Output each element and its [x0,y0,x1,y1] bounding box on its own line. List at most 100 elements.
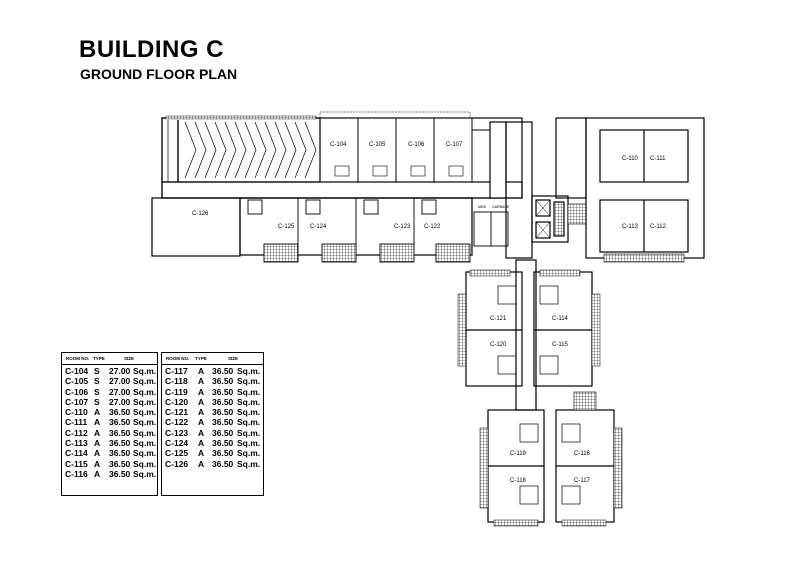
room-size-cell: 27.00 [109,366,131,376]
page-title: BUILDING C [79,36,224,63]
room-number-cell: C-115 [65,458,88,469]
room-label: C-107 [446,142,463,148]
room-label: C-118 [510,478,527,484]
room-number-cell: C-117 [165,366,188,376]
room-type-cell: A [198,458,205,469]
room-number-cell: C-105 [65,376,89,387]
room-type-cell: A [94,417,101,428]
room-size-cell: 36.50 [212,438,234,449]
room-unit-cell: Sq.m. [237,407,261,418]
room-label: C-121 [490,316,507,322]
room-unit-cell: Sq.m. [237,366,261,376]
room-unit-cell: Sq.m. [237,448,261,459]
room-size-cell: 36.50 [212,448,234,459]
room-unit-cell: Sq.m. [133,407,157,418]
room-unit-cell: Sq.m. [237,438,261,449]
room-size-cell: 36.50 [109,448,131,459]
room-type-cell: A [198,396,205,407]
connector [505,121,537,411]
room-label: C-114 [552,316,569,322]
room-size-cell: 27.00 [109,396,131,407]
room-label: C-117 [574,478,591,484]
room-unit-cell: Sq.m. [133,427,157,438]
lift-core [531,195,569,243]
room-number-cell: C-123 [165,427,189,438]
room-type-cell: A [198,417,205,428]
room-type-cell: S [94,366,100,376]
room-size-cell: 36.50 [109,427,131,438]
room-number-cell: C-106 [65,386,89,397]
room-type-cell: A [198,448,205,459]
column-header-room: ROOM NO. [66,356,90,361]
room-number-cell: C-126 [165,458,189,469]
room-label: C-122 [424,224,441,230]
room-type-cell: A [94,458,101,469]
room-unit-cell: Sq.m. [237,376,261,387]
middle-cluster [457,269,601,387]
room-label: C-116 [574,451,591,457]
room-type-cell: A [94,448,101,459]
room-unit-cell: Sq.m. [133,417,157,428]
room-type-cell: S [94,396,100,407]
service-label: GARBAGE [492,205,510,209]
room-unit-cell: Sq.m. [133,386,157,397]
room-label: C-111 [650,156,666,162]
room-unit-cell: Sq.m. [133,396,157,407]
room-size-cell: 36.50 [212,407,234,418]
room-label: C-125 [278,224,295,230]
room-type-cell: A [198,438,205,449]
room-type-cell: A [94,407,101,418]
bottom-cluster [479,391,623,527]
room-number-cell: C-112 [65,427,88,438]
room-size-cell: 36.50 [212,417,234,428]
room-number-cell: C-111 [65,417,88,428]
room-type-cell: A [94,438,101,449]
column-header-size: SIZE [228,356,239,361]
room-label: C-104 [330,142,347,148]
room-size-cell: 36.50 [212,376,234,387]
room-label: C-115 [552,342,569,348]
page-subtitle: GROUND FLOOR PLAN [80,66,238,82]
room-labels: C-104 C-105 C-106 C-107 C-110 C-111 C-12… [192,142,667,484]
parking-area [167,120,317,182]
room-unit-cell: Sq.m. [133,448,157,459]
room-unit-cell: Sq.m. [133,376,157,387]
room-size-cell: 36.50 [212,366,234,376]
column-header-type: TYPE [93,356,105,361]
room-number-cell: C-122 [165,417,189,428]
room-size-cell: 27.00 [109,386,131,397]
room-unit-cell: Sq.m. [133,468,157,479]
room-label: C-112 [650,224,667,230]
room-number-cell: C-107 [65,396,89,407]
room-size-cell: 27.00 [109,376,131,387]
room-size-cell: 36.50 [109,407,131,418]
room-type-cell: A [198,366,205,376]
room-number-cell: C-114 [65,448,88,459]
service-label: MDB [478,205,486,209]
room-unit-cell: Sq.m. [237,396,261,407]
room-type-cell: A [94,427,101,438]
table-header: ROOM NO. TYPE SIZE [62,353,157,365]
room-type-cell: A [198,386,205,397]
room-unit-cell: Sq.m. [237,386,261,397]
room-number-cell: C-113 [65,438,88,449]
room-number-cell: C-120 [165,396,189,407]
main-wing-units [247,198,509,263]
room-number-cell: C-119 [165,386,188,397]
column-header-size: SIZE [124,356,135,361]
